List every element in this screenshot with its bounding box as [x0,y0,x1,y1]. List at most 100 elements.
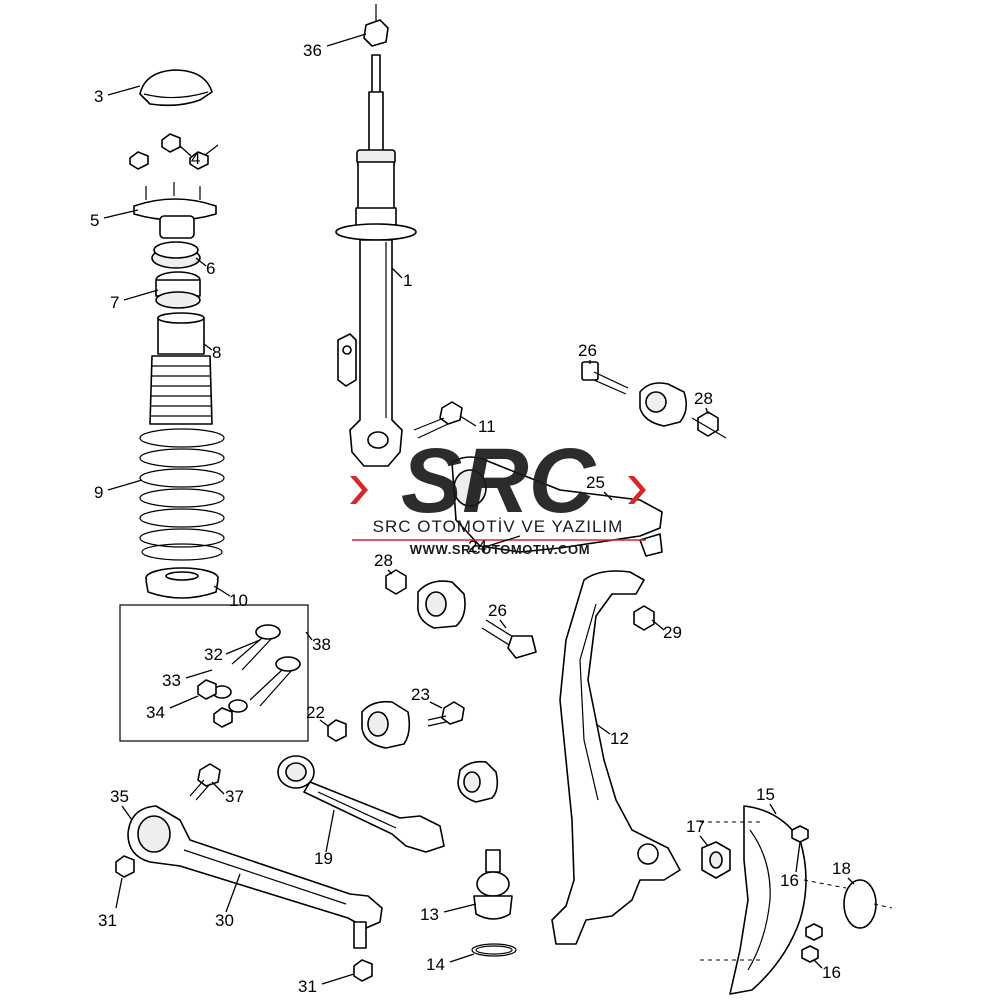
part-coil-spring [139,428,225,561]
callout-30: 30 [215,873,241,930]
callout-31a: 31 [98,877,123,930]
callout-26b: 26 [488,601,507,629]
svg-text:38: 38 [312,635,331,654]
part-tension-strut [277,755,445,853]
callout-3: 3 [94,85,141,106]
watermark-url: WWW.SRCOTOMOTIV.COM [410,542,590,557]
svg-text:26: 26 [578,341,597,360]
svg-text:13: 13 [420,905,439,924]
callout-23: 23 [411,685,443,709]
callout-10: 10 [213,585,248,610]
part-nut-31-lower [353,959,373,982]
part-bushing-lower [417,580,466,629]
part-splash-shield [700,805,807,995]
part-dust-boot [149,312,213,425]
part-bearing [151,241,201,269]
part-eccentric-bolt-lower [481,619,537,659]
part-dust-cap [139,69,213,107]
part-nut-mid [385,569,407,595]
svg-text:24: 24 [468,537,487,556]
part-lower-spring-seat [145,567,219,599]
callout-11: 11 [459,415,496,436]
callout-13: 13 [420,903,477,924]
svg-text:28: 28 [694,389,713,408]
callout-5: 5 [90,209,139,230]
svg-text:22: 22 [306,703,325,722]
svg-text:17: 17 [686,817,705,836]
callout-33: 33 [162,669,213,690]
part-mount-nuts [129,133,219,170]
part-nut-29 [633,605,655,631]
callout-17: 17 [686,817,709,847]
svg-text:16: 16 [780,871,799,890]
callout-14: 14 [426,953,475,974]
kit-box [119,604,309,742]
svg-text:36: 36 [303,41,322,60]
callout-24: 24 [468,535,521,556]
callout-7: 7 [110,289,159,312]
part-steering-knuckle [551,570,681,945]
part-shield-bolt-upper [791,825,809,843]
svg-text:12: 12 [610,729,629,748]
svg-text:15: 15 [756,785,775,804]
callout-25: 25 [586,473,613,501]
part-ball-joint [473,849,513,920]
callout-31b: 31 [298,973,355,996]
part-bolt-37 [189,763,221,801]
watermark-company: SRC OTOMOTİV VE YAZILIM [373,517,624,536]
watermark-chevron-right [628,476,646,504]
part-hub-nut [701,841,731,879]
callout-38: 38 [305,631,331,654]
callouts: 36 3 4 5 6 7 8 1 9 10 11 26 28 25 24 28 … [90,33,855,996]
part-bushing-small [457,760,499,803]
svg-text:34: 34 [146,703,165,722]
svg-text:9: 9 [94,483,103,502]
svg-text:1: 1 [403,271,412,290]
callout-26a: 26 [578,341,597,364]
part-nut-22 [327,719,347,742]
part-shield-bolt-lower [801,923,823,963]
part-bushing-mid [361,700,411,749]
svg-text:14: 14 [426,955,445,974]
callout-29: 29 [651,619,682,642]
svg-text:31: 31 [298,977,317,996]
callout-9: 9 [94,479,143,502]
watermark-logo: SRC [401,430,597,532]
part-cam-bolts [231,624,301,707]
svg-text:10: 10 [229,591,248,610]
callout-15: 15 [756,785,777,815]
part-strut-bolt [413,401,463,439]
callout-36: 36 [303,33,367,60]
callout-28a: 28 [694,389,713,415]
svg-text:23: 23 [411,685,430,704]
svg-text:31: 31 [98,911,117,930]
part-strut-assembly [335,54,417,467]
watermark-chevron-left [350,476,368,504]
svg-text:32: 32 [204,645,223,664]
svg-text:19: 19 [314,849,333,868]
svg-text:11: 11 [478,417,496,436]
svg-text:25: 25 [586,473,605,492]
svg-text:3: 3 [94,87,103,106]
callout-32: 32 [204,639,261,664]
part-upper-spring-seat [155,271,201,309]
svg-text:6: 6 [206,259,215,278]
callout-18: 18 [832,859,855,885]
callout-16b: 16 [813,959,841,982]
part-upper-control-arm [451,456,663,557]
part-top-nut [363,4,389,47]
callout-37: 37 [211,781,244,806]
svg-text:35: 35 [110,787,129,806]
part-nut-31-upper [115,855,135,878]
part-bolt-23 [427,701,465,727]
callout-8: 8 [203,343,221,362]
svg-text:4: 4 [191,149,200,168]
svg-text:29: 29 [663,623,682,642]
svg-text:26: 26 [488,601,507,620]
part-bushing-upper [639,382,688,427]
watermark: SRC SRC OTOMOTİV VE YAZILIM WWW.SRCOTOMO… [350,430,646,557]
part-lower-control-arm [127,805,383,949]
callout-1: 1 [391,267,412,290]
svg-text:30: 30 [215,911,234,930]
